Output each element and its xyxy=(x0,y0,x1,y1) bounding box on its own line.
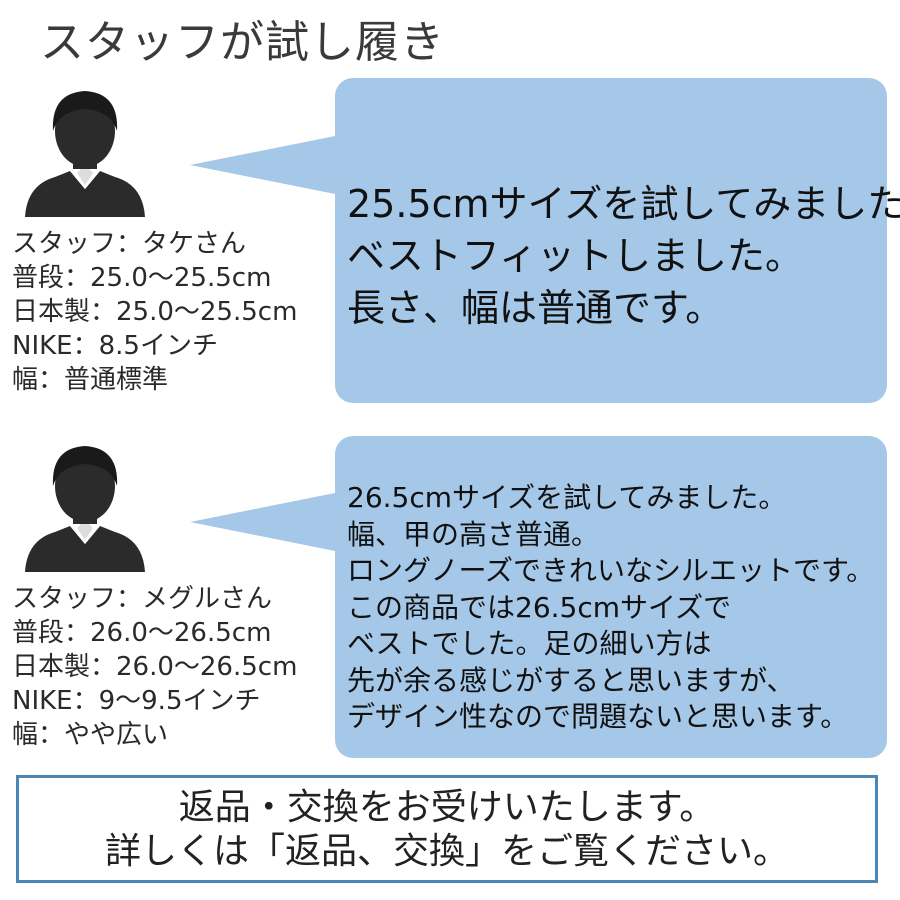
japan-size: 日本製：25.0〜25.5cm xyxy=(12,297,298,327)
comment-line: ベストフィットしました。 xyxy=(347,234,804,278)
person-avatar-icon xyxy=(25,446,145,572)
comment-line: 幅、甲の高さ普通。 xyxy=(347,517,600,551)
comment-line: 先が余る感じがすると思いますが、 xyxy=(347,663,795,697)
japan-size: 日本製：26.0〜26.5cm xyxy=(12,652,298,682)
comment-text-1: 25.5cmサイズを試してみました。 ベストフィットしました。 長さ、幅は普通で… xyxy=(347,178,900,334)
width-info: 幅：やや広い xyxy=(12,720,169,750)
speech-bubble-tail xyxy=(190,492,340,552)
nike-size: NIKE：8.5インチ xyxy=(12,331,218,361)
return-exchange-notice: 返品・交換をお受けいたします。 詳しくは「返品、交換」をご覧ください。 xyxy=(16,775,878,883)
comment-text-2: 26.5cmサイズを試してみました。 幅、甲の高さ普通。 ロングノーズできれいな… xyxy=(347,480,874,736)
staff-info-1: スタッフ：タケさん 普段：25.0〜25.5cm 日本製：25.0〜25.5cm… xyxy=(12,227,297,397)
comment-bubble-1: 25.5cmサイズを試してみました。 ベストフィットしました。 長さ、幅は普通で… xyxy=(335,78,900,403)
comment-bubble-2: 26.5cmサイズを試してみました。 幅、甲の高さ普通。 ロングノーズできれいな… xyxy=(335,436,887,758)
staff-name: スタッフ：タケさん xyxy=(12,229,247,259)
usual-size: 普段：25.0〜25.5cm xyxy=(12,263,272,293)
comment-line: 長さ、幅は普通です。 xyxy=(347,286,724,330)
usual-size: 普段：26.0〜26.5cm xyxy=(12,618,272,648)
notice-line: 返品・交換をお受けいたします。 xyxy=(178,787,716,828)
staff-name: スタッフ：メグルさん xyxy=(12,584,273,614)
notice-line: 詳しくは「返品、交換」をご覧ください。 xyxy=(104,831,789,872)
speech-bubble-tail xyxy=(190,135,340,195)
comment-line: この商品では26.5cmサイズで xyxy=(347,590,732,624)
comment-line: ロングノーズできれいなシルエットです。 xyxy=(347,554,875,587)
page-title: スタッフが試し履き xyxy=(40,17,445,68)
comment-line: ベストでした。足の細い方は xyxy=(347,627,712,660)
comment-line: 25.5cmサイズを試してみました。 xyxy=(347,182,900,226)
person-avatar-icon xyxy=(25,91,145,217)
staff-info-2: スタッフ：メグルさん 普段：26.0〜26.5cm 日本製：26.0〜26.5c… xyxy=(12,582,297,752)
comment-line: デザイン性なので問題ないと思います。 xyxy=(347,700,849,733)
comment-line: 26.5cmサイズを試してみました。 xyxy=(347,481,787,514)
width-info: 幅：普通標準 xyxy=(12,365,169,395)
nike-size: NIKE：9〜9.5インチ xyxy=(12,686,261,716)
